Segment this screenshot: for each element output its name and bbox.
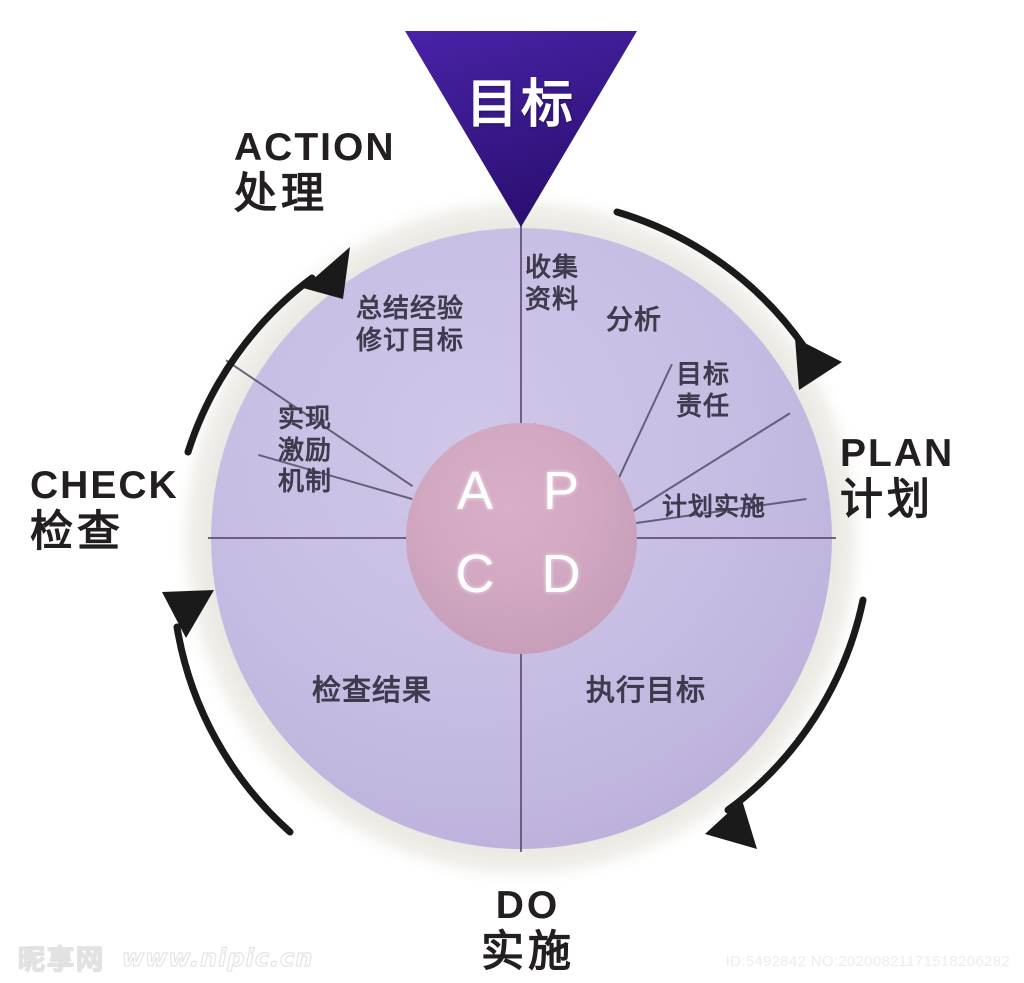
center-disc: [406, 423, 637, 654]
goal-badge-label: 目标: [465, 75, 576, 135]
watermark-id-text: ID:5492842 NO:20200821171518206282: [725, 953, 1010, 970]
sector-label-collect: 收集 资料: [525, 253, 580, 315]
stage-label-action: ACTION 处理: [234, 126, 396, 218]
center-letter-a: A: [456, 461, 494, 521]
watermark-logo: 昵享网: [17, 944, 105, 977]
stage-plan-english: PLAN: [840, 432, 955, 475]
watermark-url: www.nipic.cn: [121, 943, 314, 972]
goal-triangle-icon: [405, 31, 637, 227]
center-letter-p: P: [542, 461, 580, 521]
stage-action-english: ACTION: [234, 126, 396, 169]
center-letter-d: D: [541, 544, 581, 604]
stage-do-english: DO: [495, 884, 561, 927]
arrowhead-check: [162, 590, 214, 638]
sector-label-analyze: 分析: [606, 305, 662, 336]
arrowhead-plan: [795, 338, 842, 390]
sector-label-incentive: 实现 激励 机制: [278, 404, 333, 498]
stage-do-chinese: 实施: [481, 926, 575, 977]
stage-label-check: CHECK 检查: [30, 464, 179, 556]
sector-label-duty: 目标 责任: [676, 360, 731, 422]
stage-label-do: DO 实施: [448, 884, 608, 976]
sector-label-plan-implementation: 计划实施: [662, 492, 767, 521]
sector-label-check-result: 检查结果: [312, 673, 433, 707]
arrowhead-do: [705, 800, 757, 849]
stage-check-english: CHECK: [30, 464, 179, 507]
stage-label-plan: PLAN 计划: [840, 432, 954, 524]
stage-action-chinese: 处理: [234, 168, 328, 219]
sector-label-execute-goal: 执行目标: [586, 673, 707, 707]
stage-plan-chinese: 计划: [840, 474, 934, 525]
sector-label-summary: 总结经验 修订目标: [356, 294, 465, 356]
center-letter-c: C: [455, 544, 495, 604]
stage-check-chinese: 检查: [30, 506, 124, 557]
